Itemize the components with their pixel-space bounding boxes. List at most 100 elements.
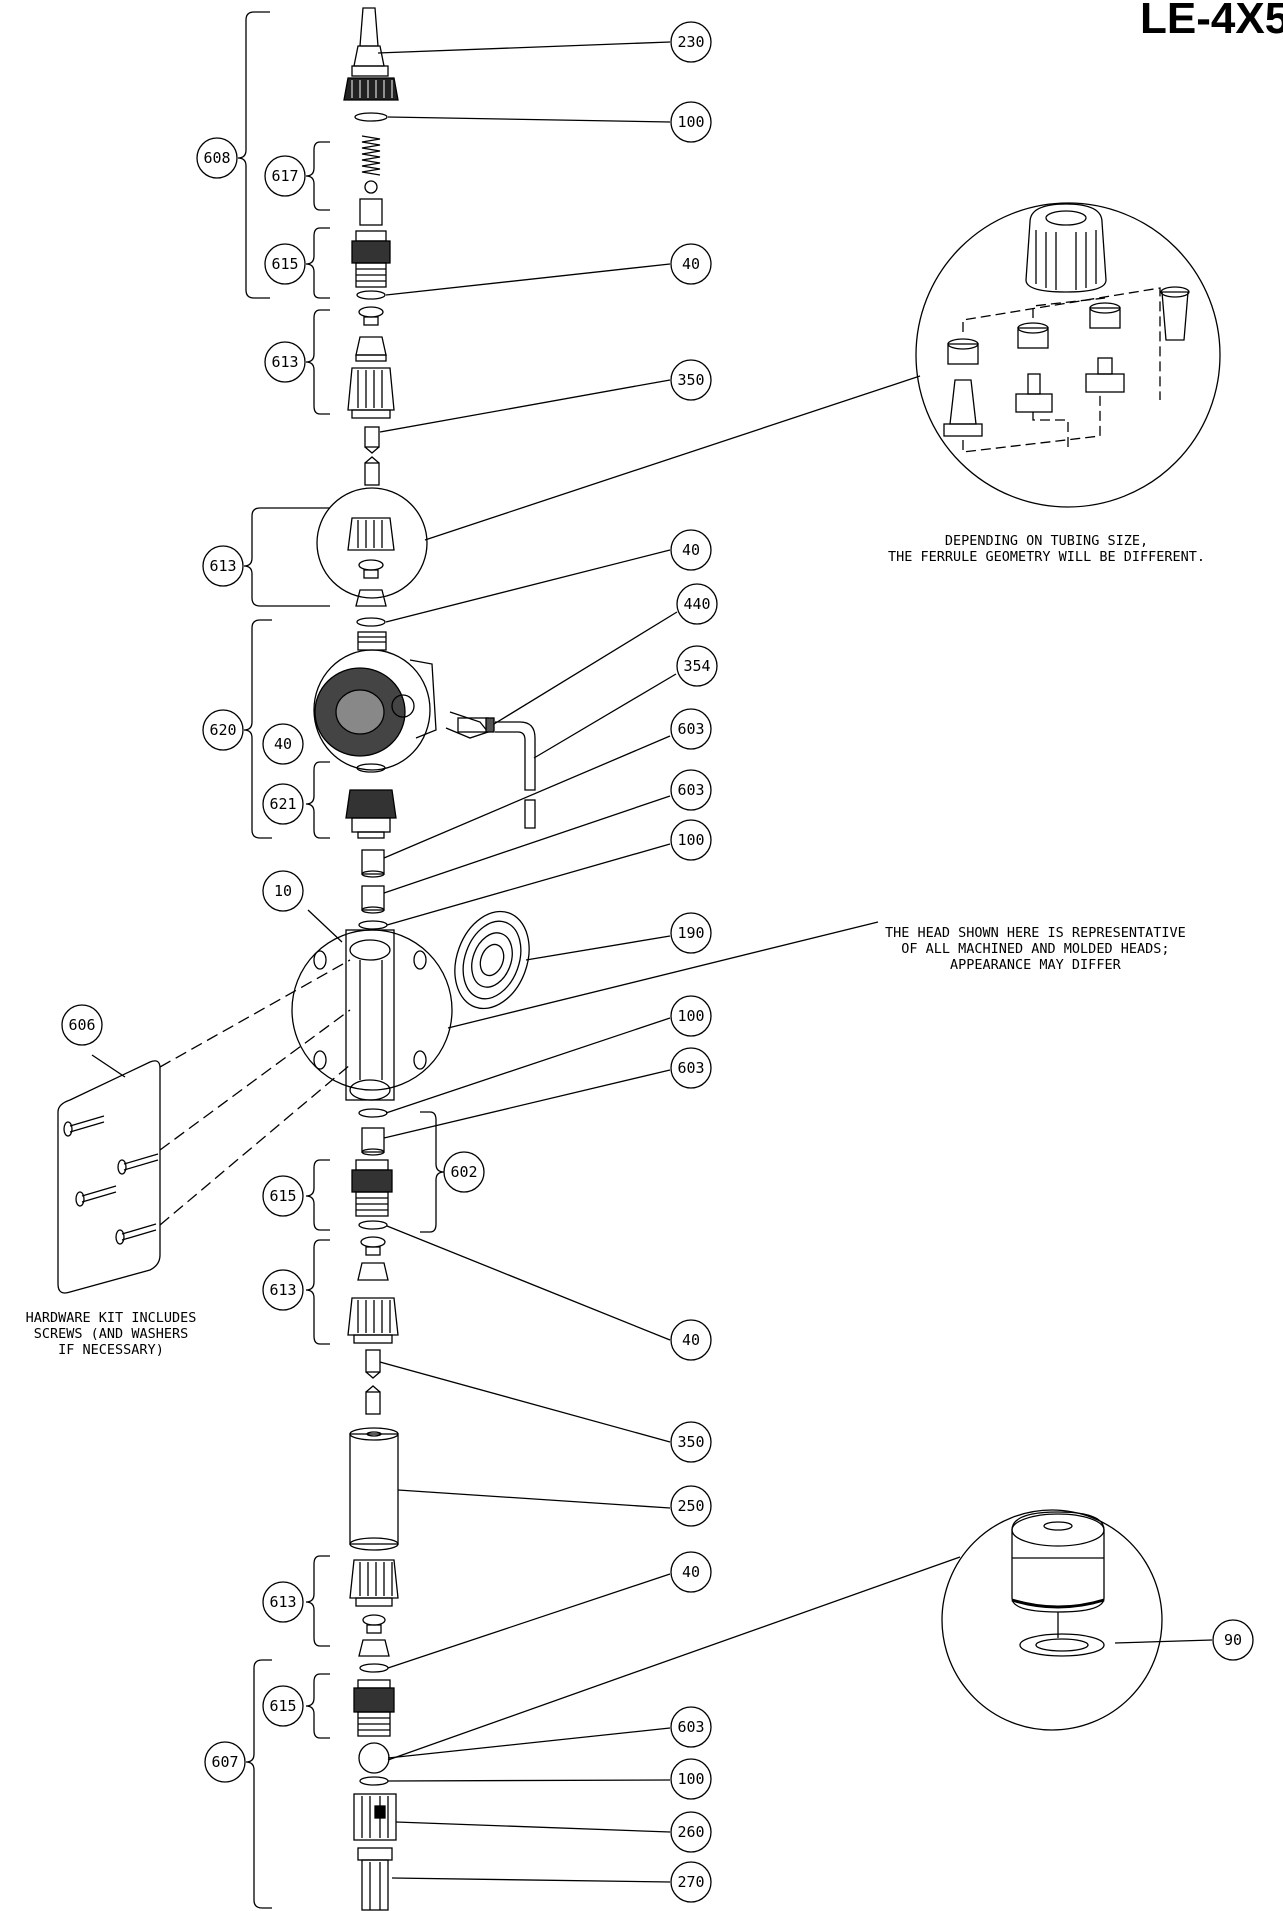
- svg-text:615: 615: [269, 1187, 296, 1205]
- group-label-615: 615: [262, 1175, 304, 1217]
- bracket-613-mid: [243, 507, 330, 607]
- hardware-kit-card: [57, 1060, 161, 1294]
- svg-text:615: 615: [269, 1697, 296, 1715]
- bracket-615-bottom: [305, 1673, 330, 1739]
- callout-350: 350: [670, 1421, 712, 1463]
- valve-housing-615-top: [351, 230, 391, 288]
- group-label-613: 613: [202, 545, 244, 587]
- spring-617: [361, 135, 381, 176]
- bracket-621: [305, 761, 330, 839]
- callout-10: 10: [262, 870, 304, 912]
- ferrule-detail-parts: [943, 203, 1190, 437]
- svg-text:40: 40: [682, 255, 700, 273]
- callout-100: 100: [670, 819, 712, 861]
- callout-603: 603: [670, 1706, 712, 1748]
- model-title: LE-4X5: [1140, 0, 1283, 43]
- callout-40: 40: [670, 529, 712, 571]
- group-label-617: 617: [264, 155, 306, 197]
- svg-text:350: 350: [677, 371, 704, 389]
- callout-40: 40: [670, 1551, 712, 1593]
- callout-100: 100: [670, 1758, 712, 1800]
- svg-text:40: 40: [274, 735, 292, 753]
- svg-text:602: 602: [450, 1163, 477, 1181]
- callout-260: 260: [670, 1811, 712, 1853]
- group-label-607: 607: [204, 1741, 246, 1783]
- svg-text:440: 440: [683, 595, 710, 613]
- svg-text:603: 603: [677, 720, 704, 738]
- valve-housing-615-mid: [351, 1159, 393, 1217]
- svg-text:40: 40: [682, 541, 700, 559]
- o-ring-100-mid: [358, 920, 388, 930]
- screw-set: [63, 1115, 159, 1245]
- weight-detail-circle: [941, 1509, 1163, 1731]
- svg-text:100: 100: [677, 831, 704, 849]
- bracket-607: [245, 1659, 272, 1909]
- valve-body-620: [313, 631, 490, 771]
- svg-text:620: 620: [209, 721, 236, 739]
- svg-text:603: 603: [677, 781, 704, 799]
- tubing-nut-613-top: [347, 367, 395, 419]
- group-label-613: 613: [262, 1581, 304, 1623]
- svg-text:613: 613: [269, 1281, 296, 1299]
- pump-head-10: [291, 929, 453, 1101]
- group-label-615: 615: [264, 243, 306, 285]
- svg-text:260: 260: [677, 1823, 704, 1841]
- svg-text:40: 40: [682, 1331, 700, 1349]
- svg-text:250: 250: [677, 1497, 704, 1515]
- callout-40: 40: [670, 1319, 712, 1361]
- strainer-270: [357, 1847, 393, 1911]
- svg-text:615: 615: [271, 255, 298, 273]
- detail-circle-ferrule: [316, 487, 428, 599]
- bracket-617: [305, 141, 330, 211]
- tubing-nut-613-low: [347, 1297, 399, 1344]
- bracket-602: [420, 1111, 445, 1233]
- callout-350: 350: [670, 359, 712, 401]
- svg-text:90: 90: [1224, 1631, 1242, 1649]
- part-230-barb-fitting: [351, 7, 389, 77]
- callout-440: 440: [676, 583, 718, 625]
- bracket-620: [243, 619, 272, 839]
- svg-text:613: 613: [271, 353, 298, 371]
- o-ring-100-low: [358, 1108, 388, 1118]
- svg-text:270: 270: [677, 1873, 704, 1891]
- callout-190: 190: [670, 912, 712, 954]
- callout-354: 354: [676, 645, 718, 687]
- svg-text:603: 603: [677, 1718, 704, 1736]
- group-label-40: 40: [262, 723, 304, 765]
- callout-230: 230: [670, 21, 712, 63]
- head-note: THE HEAD SHOWN HERE IS REPRESENTATIVE OF…: [885, 925, 1186, 973]
- bracket-608: [237, 11, 270, 299]
- ball-603-bottom: [358, 1742, 390, 1774]
- svg-text:354: 354: [683, 657, 710, 675]
- seat-603-b: [361, 885, 385, 911]
- callout-40: 40: [670, 243, 712, 285]
- svg-text:621: 621: [269, 795, 296, 813]
- ferrule-detail-circle: [915, 202, 1221, 508]
- hardware-note: HARDWARE KIT INCLUDES SCREWS (AND WASHER…: [25, 1310, 197, 1358]
- callout-602: 602: [443, 1151, 485, 1193]
- diaphragm-190: [454, 910, 530, 1010]
- svg-text:100: 100: [677, 113, 704, 131]
- seat-603-a: [361, 849, 385, 875]
- svg-text:613: 613: [269, 1593, 296, 1611]
- bracket-615-mid: [305, 1159, 330, 1231]
- svg-text:350: 350: [677, 1433, 704, 1451]
- tubing-nut-613-mid: [347, 517, 395, 607]
- svg-text:100: 100: [677, 1007, 704, 1025]
- svg-text:10: 10: [274, 882, 292, 900]
- callout-603: 603: [670, 1047, 712, 1089]
- o-ring-100-top: [354, 112, 388, 122]
- bracket-613-bottom: [305, 1555, 330, 1647]
- group-label-621: 621: [262, 783, 304, 825]
- ball-seat: [359, 198, 383, 226]
- group-label-613: 613: [264, 341, 306, 383]
- svg-text:606: 606: [68, 1016, 95, 1034]
- tubing-350-top: [364, 426, 380, 486]
- svg-text:100: 100: [677, 1770, 704, 1788]
- svg-text:607: 607: [211, 1753, 238, 1771]
- fitting-440-tubing-354: [457, 717, 536, 829]
- callout-100: 100: [670, 995, 712, 1037]
- callout-603: 603: [670, 769, 712, 811]
